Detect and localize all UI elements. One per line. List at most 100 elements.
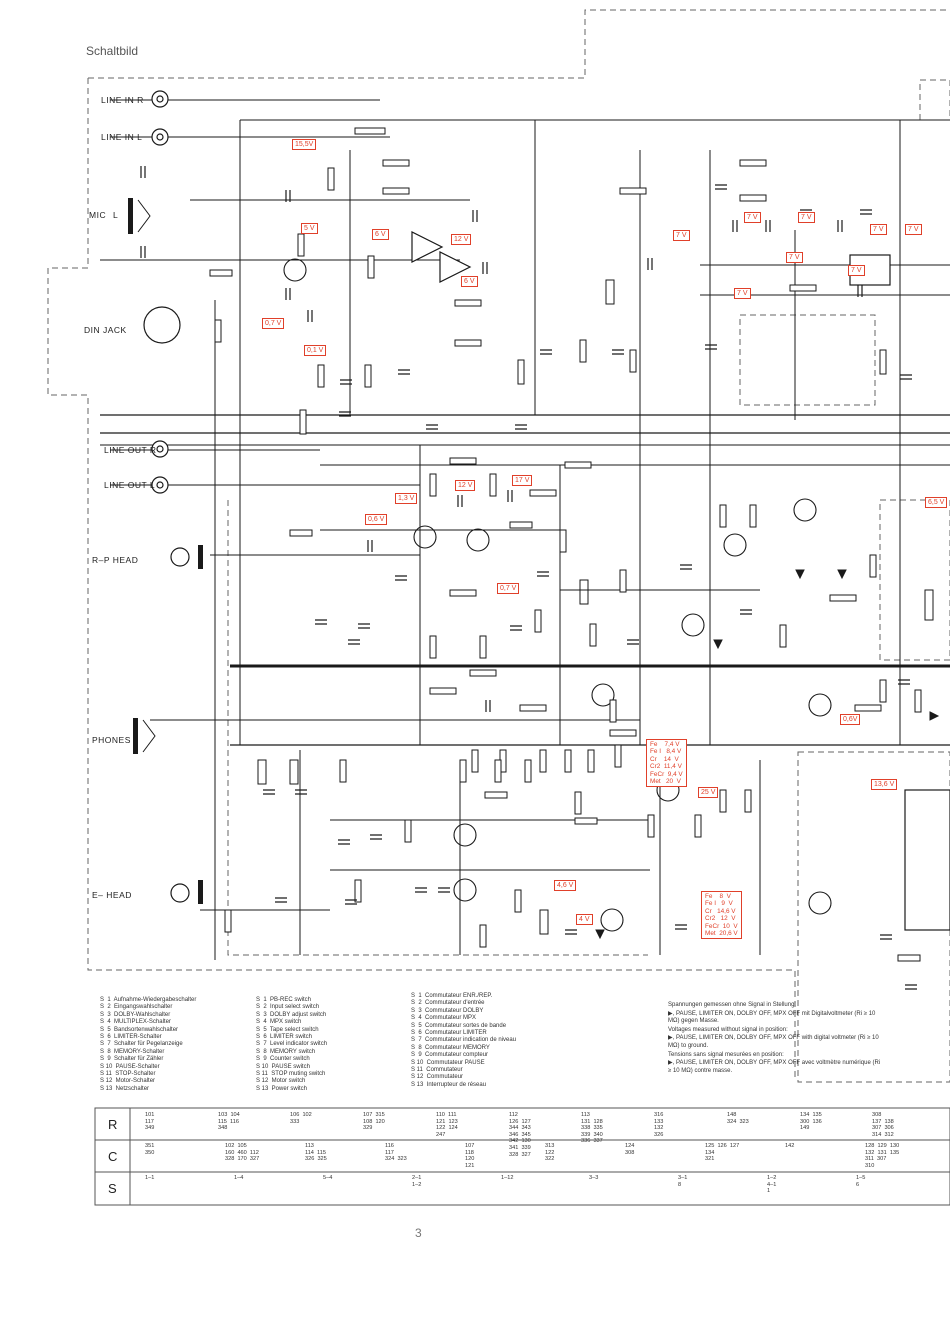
frame-motor-box <box>797 751 950 1083</box>
phones-jack-sleeve <box>133 718 138 754</box>
resistor-r121 <box>429 635 437 659</box>
label-line-in-r: LINE IN R <box>101 95 144 105</box>
voltage-badge: 7 V <box>798 212 815 223</box>
capacitor-c102 <box>285 288 291 300</box>
resistor-r149 <box>779 624 787 648</box>
resistor-r326 <box>647 814 655 838</box>
frame-right-box <box>879 499 950 661</box>
pot-vr102 <box>579 579 589 605</box>
resistor-r107 <box>354 127 386 135</box>
table-row-label-c: C <box>108 1149 118 1164</box>
voltage-badge: 15,5V <box>292 139 317 150</box>
resistor-r122 <box>429 687 457 695</box>
resistor-r340 <box>574 791 582 815</box>
resistor-r338 <box>587 749 595 773</box>
label-line-out-l: LINE OUT L <box>104 480 156 490</box>
mic-jack-sleeve <box>128 198 133 234</box>
table-cell: 134 135 300 136 149 <box>800 1112 822 1132</box>
table-cell: 1–12 <box>501 1175 514 1181</box>
transistor-t305 <box>808 693 832 717</box>
table-cell: 1–4 <box>234 1175 244 1181</box>
diode-d103 <box>837 569 847 580</box>
capacitor-c350 <box>140 246 146 258</box>
capacitor-c326 <box>338 839 350 845</box>
capacitor-c323 <box>438 887 450 893</box>
voltage-table-tape-type-1: Fe 7,4 V Fe I 8,4 V Cr 14 V Cr2 11,4 V F… <box>646 739 687 788</box>
rp-head-core <box>198 545 203 569</box>
capacitor-c328 <box>275 897 287 903</box>
capacitor-c119 <box>507 490 513 502</box>
resistor-r128 <box>479 635 487 659</box>
note-line: ▶, PAUSE, LIMITER ON, DOLBY OFF, MPX OFF… <box>668 1035 879 1049</box>
page-number: 3 <box>415 1226 422 1240</box>
resistor-r316 <box>619 187 647 195</box>
switch-legend-french: S 1 Commutateur ENR./REP. S 2 Commutateu… <box>411 993 517 1088</box>
voltage-badge: 6 V <box>372 229 389 240</box>
transistor-t301 <box>453 823 477 847</box>
capacitor-c126 <box>715 184 727 190</box>
capacitor-c130 <box>837 220 843 232</box>
voltage-table-tape-type-2: Fe 8 V Fe I 9 V Cr 14,6 V Cr2 12 V FeCr … <box>701 891 742 940</box>
resistor-r346 <box>494 759 502 783</box>
resistor-r339 <box>564 749 572 773</box>
capacitor-c311 <box>880 934 892 940</box>
table-cell: 308 137 138 307 306 314 312 <box>872 1112 894 1138</box>
voltage-badge: 1,3 V <box>395 493 418 504</box>
voltage-badge: 4 V <box>576 914 593 925</box>
pot-vr104 <box>924 589 934 621</box>
capacitor-c127 <box>732 220 738 232</box>
resistor-r110 <box>454 299 482 307</box>
resistor-r341 <box>539 749 547 773</box>
voltage-badge: 7 V <box>848 265 865 276</box>
capacitor-c324 <box>415 887 427 893</box>
transistor-t302 <box>453 878 477 902</box>
resistor-r314 <box>897 954 921 962</box>
capacitor-c121 <box>485 700 491 712</box>
resistor-r350 <box>589 623 597 647</box>
resistor-r138 <box>789 284 817 292</box>
capacitor-c160 <box>263 789 275 795</box>
resistor-r125 <box>489 473 497 497</box>
transistor-t107 <box>793 498 817 522</box>
capacitor-c131 <box>857 285 863 297</box>
frame-left-bottom <box>47 78 796 1080</box>
table-cell: 124 308 <box>625 1143 635 1156</box>
table-cell: 107 118 120 121 <box>465 1143 475 1169</box>
ic-102-a <box>411 231 444 263</box>
frame-inner-bottom <box>227 500 648 956</box>
table-cell: 113 131 128 338 335 339 340 336 337 <box>581 1112 603 1145</box>
table-cell: 112 126 127 344 343 346 345 342 130 341 … <box>509 1112 531 1158</box>
capacitor-c124 <box>612 349 624 355</box>
table-cell: 110 111 121 123 122 124 247 <box>436 1112 458 1138</box>
transistor-t103 <box>466 528 490 552</box>
resistor-r106 <box>364 364 372 388</box>
motor-symbol <box>808 891 832 915</box>
jack-line-in-l-core <box>156 133 164 141</box>
resistor-r329 <box>404 819 412 843</box>
capacitor-c307 <box>898 679 910 685</box>
table-cell: 3–3 <box>589 1175 599 1181</box>
page-title: Schaltbild <box>86 44 139 58</box>
e-head-symbol <box>170 883 190 903</box>
resistor-r215 <box>382 159 410 167</box>
capacitor-c125 <box>647 258 653 270</box>
table-cell: 313 122 322 <box>545 1143 555 1163</box>
capacitor-c308 <box>627 639 639 645</box>
capacitor-c106 <box>398 369 410 375</box>
capacitor-c351 <box>140 166 146 178</box>
resistor-r137 <box>879 349 887 375</box>
transistor-t105 <box>681 613 705 637</box>
voltage-badge: 6 V <box>461 276 478 287</box>
resistor-r348 <box>339 759 347 783</box>
label-mic-channel: L <box>113 210 119 220</box>
table-cell: 107 315 108 120 329 <box>363 1112 385 1132</box>
note-line: Tensions sans signal mesurées en positio… <box>668 1051 784 1058</box>
table-cell: 1–2 4–1 1 <box>767 1175 777 1195</box>
rp-head-symbol <box>170 547 190 567</box>
ic-302 <box>904 789 950 931</box>
table-cell: 101 117 349 <box>145 1112 155 1132</box>
label-line-out-r: LINE OUT R <box>104 445 157 455</box>
table-cell: 103 104 115 116 348 <box>218 1112 240 1132</box>
resistor-r343 <box>524 759 532 783</box>
capacitor-c322 <box>565 929 577 935</box>
